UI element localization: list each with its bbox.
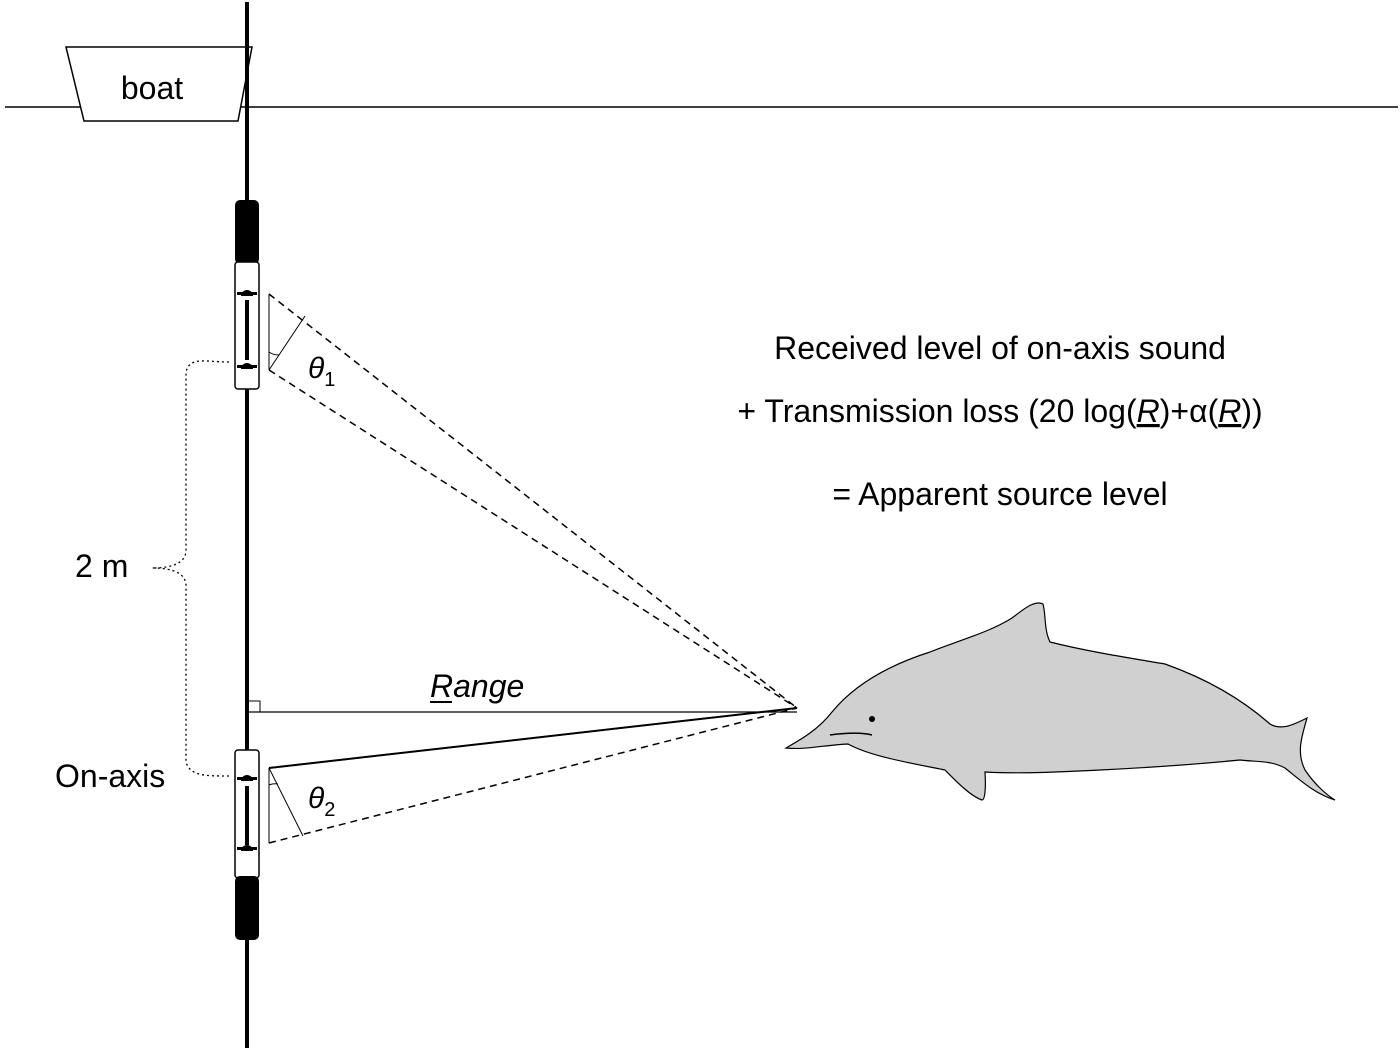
upper-weight (235, 200, 259, 264)
upper-hydrophone-unit (234, 261, 260, 390)
equation-line3: = Apparent source level (832, 476, 1167, 512)
theta2-label: θ2 (308, 782, 335, 821)
lower-angle-arm (268, 767, 304, 837)
dolphin-eye (869, 716, 875, 722)
boat-label: boat (121, 70, 183, 106)
right-angle-mark (249, 700, 261, 712)
on-axis-ray (268, 707, 798, 769)
acoustic-rays (268, 293, 798, 844)
on-axis-label: On-axis (55, 758, 165, 794)
ray-lower-bottom (268, 707, 798, 844)
spacing-bracket (151, 360, 230, 777)
lower-hydrophone-unit (234, 749, 260, 879)
theta1-label: θ1 (308, 352, 335, 391)
ray-upper-top (268, 293, 798, 709)
dolphin (784, 602, 1336, 801)
range-label: Range (430, 668, 524, 704)
lower-weight (235, 876, 259, 940)
upper-angle-arm (268, 315, 306, 371)
equation-line2: + Transmission loss (20 log(R)+α(R)) (737, 393, 1262, 429)
lower-angle-arc (268, 783, 279, 786)
boat: boat (65, 46, 253, 122)
ray-upper-bottom (268, 369, 798, 709)
upper-angle-arc (268, 351, 280, 356)
equation-line1: Received level of on-axis sound (774, 330, 1226, 366)
spacing-label: 2 m (75, 548, 128, 584)
